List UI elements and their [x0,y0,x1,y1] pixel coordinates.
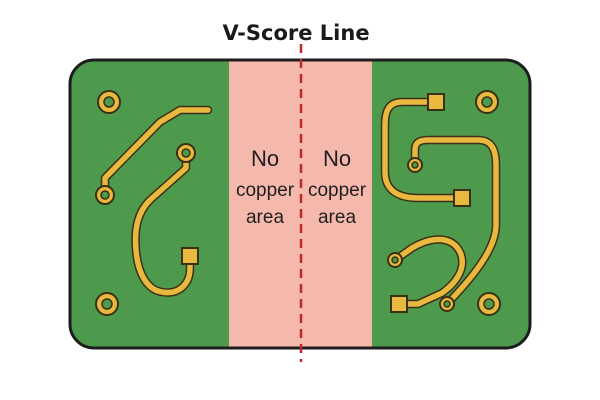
zone-label-line: copper [308,180,367,201]
copper-traces-right [380,90,501,316]
copper-traces-left [95,90,213,316]
copper-trace [102,107,211,198]
smd-pad [390,295,408,313]
zone-label-line: No [323,146,351,171]
smd-pad [181,247,199,265]
zone-label-line: area [246,207,284,228]
zone-label-line: No [251,146,279,171]
via-pad [387,252,403,268]
smd-pad [453,189,471,207]
via-pad [477,292,501,316]
smd-pad [427,93,445,111]
via-pad [176,143,196,163]
via-pad [97,90,121,114]
no-copper-label-right: No copper area [308,146,367,228]
no-copper-zone-right [301,61,372,347]
no-copper-zone-left [229,61,301,347]
copper-trace [412,137,499,307]
via-pad [475,90,499,114]
no-copper-label-left: No copper area [236,146,295,228]
diagram-title: V-Score Line [222,21,369,45]
copper-trace [392,236,465,307]
copper-trace [382,99,463,201]
via-pad [407,157,423,173]
zone-label-line: area [318,207,356,228]
zone-label-line: copper [236,180,295,201]
via-pad [95,292,119,316]
via-pad [439,296,455,312]
via-pad [95,185,115,205]
copper-trace [132,150,193,296]
